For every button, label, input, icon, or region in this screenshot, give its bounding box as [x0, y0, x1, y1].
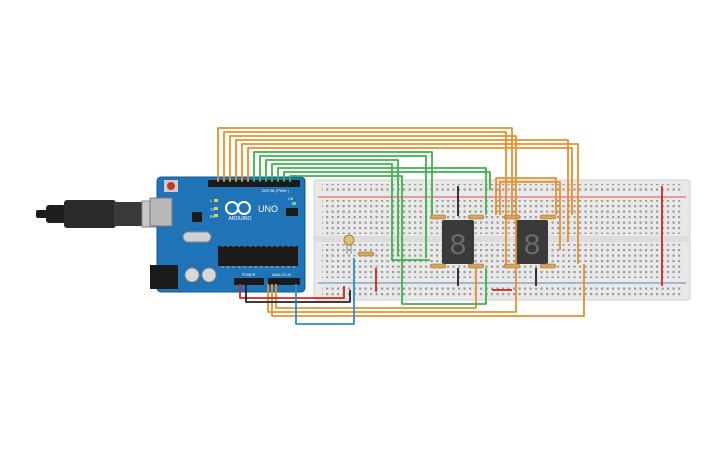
reset-button-cap[interactable]: [167, 182, 175, 190]
power-jack: [150, 265, 178, 289]
wire[interactable]: [295, 258, 355, 325]
wire[interactable]: [259, 155, 427, 258]
wire[interactable]: [239, 284, 345, 299]
wire[interactable]: [223, 131, 507, 264]
wire[interactable]: [235, 139, 569, 242]
power-label: POWER: [242, 273, 256, 277]
model-label: UNO: [258, 204, 278, 214]
resistor[interactable]: [503, 263, 521, 269]
digital-header-label: DIGITAL (PWM~): [262, 189, 289, 193]
usb-cable: [36, 200, 169, 228]
wire[interactable]: [247, 147, 573, 215]
wire[interactable]: [271, 264, 585, 317]
analog-label: ANALOG IN: [272, 273, 292, 277]
seven-segment-display-1[interactable]: 8: [442, 220, 474, 264]
rx-label: RX: [210, 215, 216, 219]
l-label: L: [210, 199, 212, 203]
breadboard: [313, 179, 691, 301]
power-header: [234, 278, 264, 285]
power-wires[interactable]: [239, 186, 663, 325]
resistor[interactable]: [539, 214, 557, 220]
on-label: ON: [288, 197, 294, 201]
resistor[interactable]: [539, 263, 557, 269]
display-1-digit: 8: [449, 230, 467, 264]
wire[interactable]: [277, 167, 487, 215]
analog-header: [268, 278, 300, 285]
usb-chip: [192, 212, 202, 222]
wire[interactable]: [289, 175, 487, 305]
photoresistor[interactable]: [343, 234, 355, 254]
usb-port: [149, 197, 173, 227]
brand-label: ARDUINO: [228, 216, 251, 222]
wire[interactable]: [265, 159, 399, 256]
display-2-digit: 8: [523, 230, 541, 264]
capacitor: [201, 267, 217, 283]
wire[interactable]: [275, 268, 477, 309]
wire[interactable]: [271, 163, 430, 261]
arduino-uno-board[interactable]: ARDUINO UNO DIGITAL (PWM~) POWER ANALOG …: [149, 176, 306, 293]
resistor[interactable]: [429, 263, 447, 269]
wire[interactable]: [283, 171, 491, 190]
digital-header: [208, 180, 300, 187]
atmega-chip: [218, 246, 298, 266]
wire[interactable]: [229, 135, 517, 264]
seven-segment-display-2[interactable]: 8: [516, 220, 548, 264]
resistor[interactable]: [467, 214, 485, 220]
icsp-header: [286, 208, 298, 216]
wire[interactable]: [495, 177, 557, 215]
tx-label: TX: [210, 208, 215, 212]
crystal-oscillator: [182, 231, 212, 243]
wire[interactable]: [245, 284, 351, 303]
wire[interactable]: [253, 151, 433, 215]
resistor[interactable]: [467, 263, 485, 269]
wire[interactable]: [217, 127, 513, 215]
wire[interactable]: [241, 143, 579, 264]
green-wires[interactable]: [253, 151, 491, 305]
resistor[interactable]: [429, 214, 447, 220]
resistor[interactable]: [357, 251, 375, 257]
capacitor: [184, 267, 200, 283]
wire[interactable]: [499, 181, 561, 250]
orange-wires[interactable]: [217, 127, 585, 317]
